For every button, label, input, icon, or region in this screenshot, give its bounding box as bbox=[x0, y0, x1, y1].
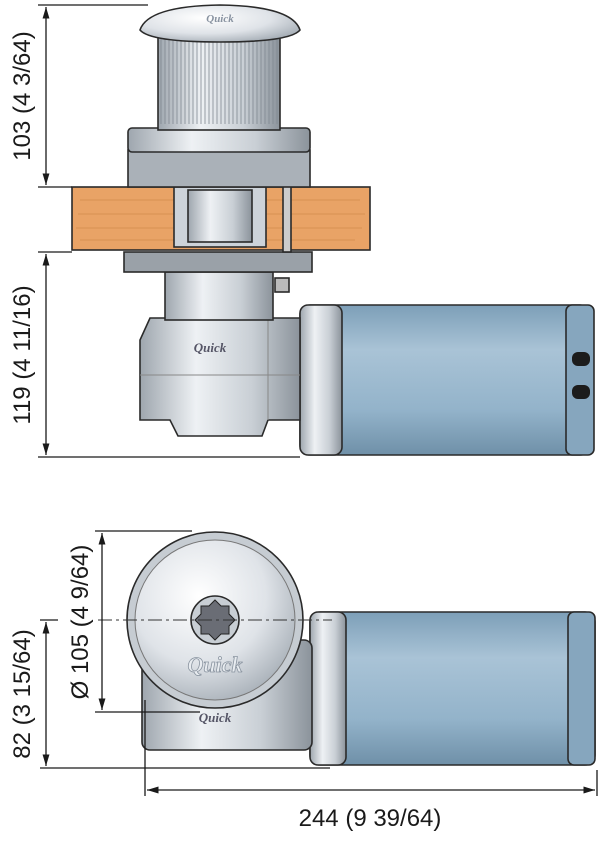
dimension-below-deck-height: 119 (4 11/16) bbox=[9, 251, 300, 458]
below-deck-height-label: 119 (4 11/16) bbox=[9, 285, 36, 424]
drum-diameter-label: Ø 105 (4 9/64) bbox=[67, 545, 94, 700]
top-height-label: 103 (4 3/64) bbox=[9, 31, 36, 160]
deck-section bbox=[71, 184, 371, 253]
under-deck-plate bbox=[123, 251, 313, 273]
drum-plan: Quick bbox=[126, 531, 304, 709]
dimension-center-offset: 82 (3 15/64) bbox=[9, 619, 330, 769]
quick-logo-cap: Quick bbox=[206, 13, 234, 25]
quick-logo-gearbox: Quick bbox=[194, 340, 227, 355]
motor-side bbox=[299, 304, 595, 456]
dimension-overall-length: 244 (9 39/64) bbox=[144, 700, 598, 832]
plan-view: Quick Quick bbox=[98, 531, 596, 766]
side-elevation-view: Quick Quick bbox=[71, 4, 595, 456]
dimension-top-height: 103 (4 3/64) bbox=[9, 4, 148, 188]
quick-logo-plan-gearbox: Quick bbox=[199, 710, 232, 725]
motor-plan bbox=[309, 611, 596, 766]
winch-handle-socket-icon bbox=[194, 599, 236, 641]
capstan-drum: Quick bbox=[139, 4, 301, 131]
center-offset-label: 82 (3 15/64) bbox=[9, 629, 36, 758]
dimension-drum-diameter: Ø 105 (4 9/64) bbox=[67, 530, 200, 713]
quick-logo-drum: Quick bbox=[188, 652, 243, 677]
overall-length-label: 244 (9 39/64) bbox=[299, 805, 442, 832]
deck-flange bbox=[127, 127, 311, 188]
gearbox-side: Quick bbox=[139, 271, 301, 437]
